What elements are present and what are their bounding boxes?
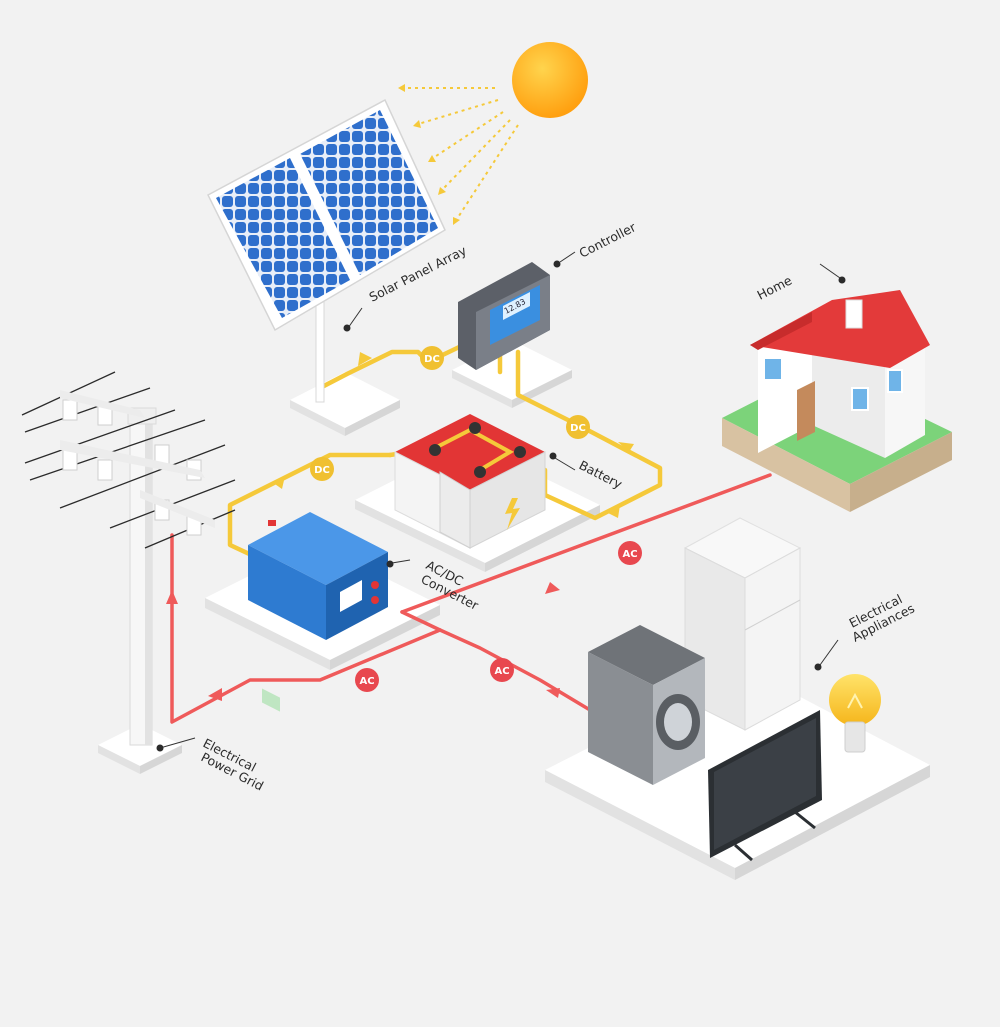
- television: [708, 710, 822, 862]
- label-controller: Controller: [577, 219, 639, 261]
- charge-controller: 12.83: [458, 262, 550, 370]
- battery-bank: [394, 414, 546, 549]
- utility-pole: [21, 371, 236, 746]
- svg-text:AC: AC: [494, 666, 509, 677]
- svg-text:DC: DC: [570, 423, 586, 434]
- dc-badge-battery-right: DC: [566, 415, 590, 439]
- ac-badge-grid: AC: [355, 668, 379, 692]
- lightning-bolt-icon: [505, 498, 520, 530]
- light-bulb-icon: [829, 674, 881, 753]
- label-battery: Battery: [577, 457, 626, 492]
- label-home: Home: [755, 272, 795, 302]
- solar-base-platform: [290, 372, 400, 428]
- ac-badge-home: AC: [618, 541, 642, 565]
- dc-line-battery-to-converter: [227, 452, 393, 561]
- sun-rays: [400, 87, 519, 223]
- svg-text:AC: AC: [359, 676, 374, 687]
- svg-text:AC: AC: [622, 549, 637, 560]
- dc-line-controller-to-battery-right: [515, 349, 663, 521]
- dc-badge-converter: DC: [310, 457, 334, 481]
- dc-arrows: [272, 352, 634, 518]
- ac-dc-converter: [248, 512, 388, 712]
- dc-badge-controller: DC: [420, 346, 444, 370]
- svg-text:DC: DC: [424, 354, 440, 365]
- washing-machine: [588, 625, 705, 785]
- leader-lines: [159, 251, 841, 749]
- solar-panel-array: [207, 98, 446, 403]
- ac-arrows: [166, 582, 560, 701]
- ac-line-converter-to-home: [400, 473, 772, 614]
- home: [722, 290, 952, 512]
- sun: [512, 42, 588, 118]
- controller-display: [503, 292, 530, 320]
- leader-dots: [156, 260, 846, 752]
- ac-badge-appliances: AC: [490, 658, 514, 682]
- ac-line-converter-to-grid: [170, 533, 442, 724]
- svg-text:DC: DC: [314, 465, 330, 476]
